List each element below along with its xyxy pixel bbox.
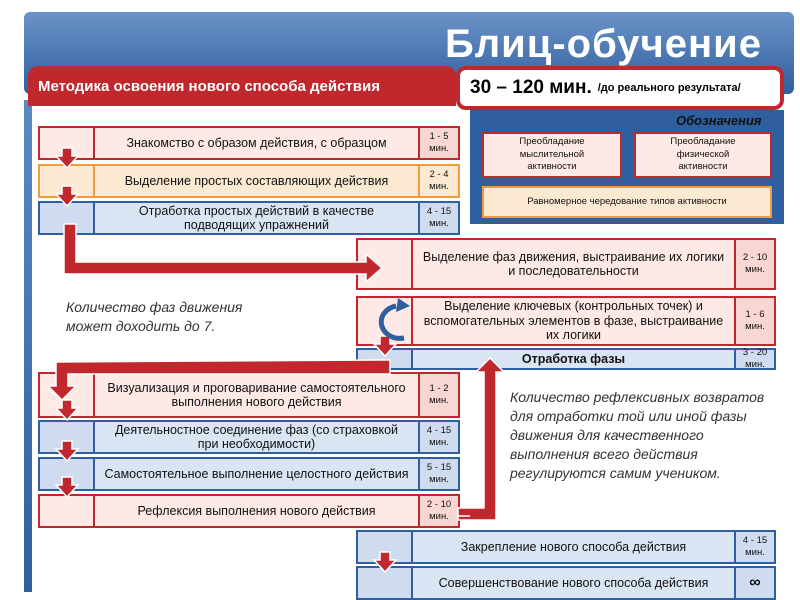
note-reflexive: Количество рефлексивных возвратов для от…	[510, 389, 765, 481]
step-time: 1 - 6 мин.	[734, 298, 774, 344]
time-note: /до реального результата/	[597, 82, 741, 94]
legend-physical-label: Преобладание физической активности	[670, 136, 736, 173]
time-badge: 30 – 120 мин. /до реального результата/	[456, 66, 784, 110]
step-time: 4 - 15 мин.	[418, 203, 458, 233]
method-label: Методика освоения нового способа действи…	[28, 66, 456, 106]
page-title: Блиц-обучение	[445, 22, 762, 66]
connector-arrow	[46, 359, 391, 402]
step-row: Совершенствование нового способа действи…	[356, 566, 776, 600]
step-label: Выделение фаз движения, выстраивание их …	[413, 240, 734, 288]
step-row: Выделение фаз движения, выстраивание их …	[356, 238, 776, 290]
loop-arrow-head	[396, 298, 410, 312]
legend-thinking-label: Преобладание мыслительной активности	[519, 136, 585, 173]
step-row: Деятельностное соединение фаз (со страхо…	[38, 420, 460, 454]
step-label: Визуализация и проговаривание самостояте…	[95, 374, 418, 416]
legend-thinking: Преобладание мыслительной активности	[482, 132, 622, 178]
down-arrow	[54, 147, 80, 170]
step-time: 5 - 15 мин.	[418, 459, 458, 489]
step-lead	[358, 568, 413, 598]
return-arrow	[457, 356, 506, 521]
time-range: 30 – 120 мин.	[470, 77, 592, 98]
step-time: 2 - 10 мин.	[418, 496, 458, 526]
down-arrow	[54, 476, 80, 499]
step-time: 4 - 15 мин.	[734, 532, 774, 562]
step-label: Выделение ключевых (контрольных точек) и…	[413, 298, 734, 344]
step-lead	[358, 532, 413, 562]
step-label: Рефлексия выполнения нового действия	[95, 496, 418, 526]
note-phases: Количество фаз движения может доходить д…	[66, 299, 243, 334]
left-rail	[24, 100, 32, 592]
step-row: Отработка фазы 3 - 20 мин.	[356, 347, 776, 370]
legend-title: Обозначения	[676, 113, 762, 128]
step-row: Выделение простых составляющих действия …	[38, 164, 460, 198]
step-row: Визуализация и проговаривание самостояте…	[38, 372, 460, 418]
step-time: 2 - 4 мин.	[418, 166, 458, 196]
step-label: Отработка простых действий в качестве по…	[95, 203, 418, 233]
step-row: Закрепление нового способа действия 4 - …	[356, 530, 776, 564]
down-arrow	[372, 551, 398, 574]
step-time: ∞	[734, 568, 774, 598]
step-time: 2 - 10 мин.	[734, 240, 774, 288]
step-row: Знакомство с образом действия, с образцо…	[38, 126, 460, 160]
down-arrow	[54, 185, 80, 208]
step-lead	[40, 496, 95, 526]
down-arrow	[54, 440, 80, 463]
step-label: Выделение простых составляющих действия	[95, 166, 418, 196]
legend-alternating: Равномерное чередование типов активности	[482, 186, 772, 218]
down-arrow	[54, 399, 80, 422]
loop-arrow	[378, 303, 405, 341]
step-time: 1 - 5 мин.	[418, 128, 458, 158]
connector-arrow	[63, 223, 384, 284]
step-row: Самостоятельное выполнение целостного де…	[38, 457, 460, 491]
step-time: 3 - 20 мин.	[734, 347, 774, 370]
step-row: Рефлексия выполнения нового действия 2 -…	[38, 494, 460, 528]
step-label: Закрепление нового способа действия	[413, 532, 734, 562]
step-label: Самостоятельное выполнение целостного де…	[95, 459, 418, 489]
step-label: Совершенствование нового способа действи…	[413, 568, 734, 598]
step-label: Знакомство с образом действия, с образцо…	[95, 128, 418, 158]
step-row: Отработка простых действий в качестве по…	[38, 201, 460, 235]
legend-physical: Преобладание физической активности	[634, 132, 772, 178]
step-time: 4 - 15 мин.	[418, 422, 458, 452]
step-lead	[40, 166, 95, 196]
step-row: Выделение ключевых (контрольных точек) и…	[356, 296, 776, 346]
step-time: 1 - 2 мин.	[418, 374, 458, 416]
step-label: Деятельностное соединение фаз (со страхо…	[95, 422, 418, 452]
legend-alternating-label: Равномерное чередование типов активности	[527, 195, 727, 207]
